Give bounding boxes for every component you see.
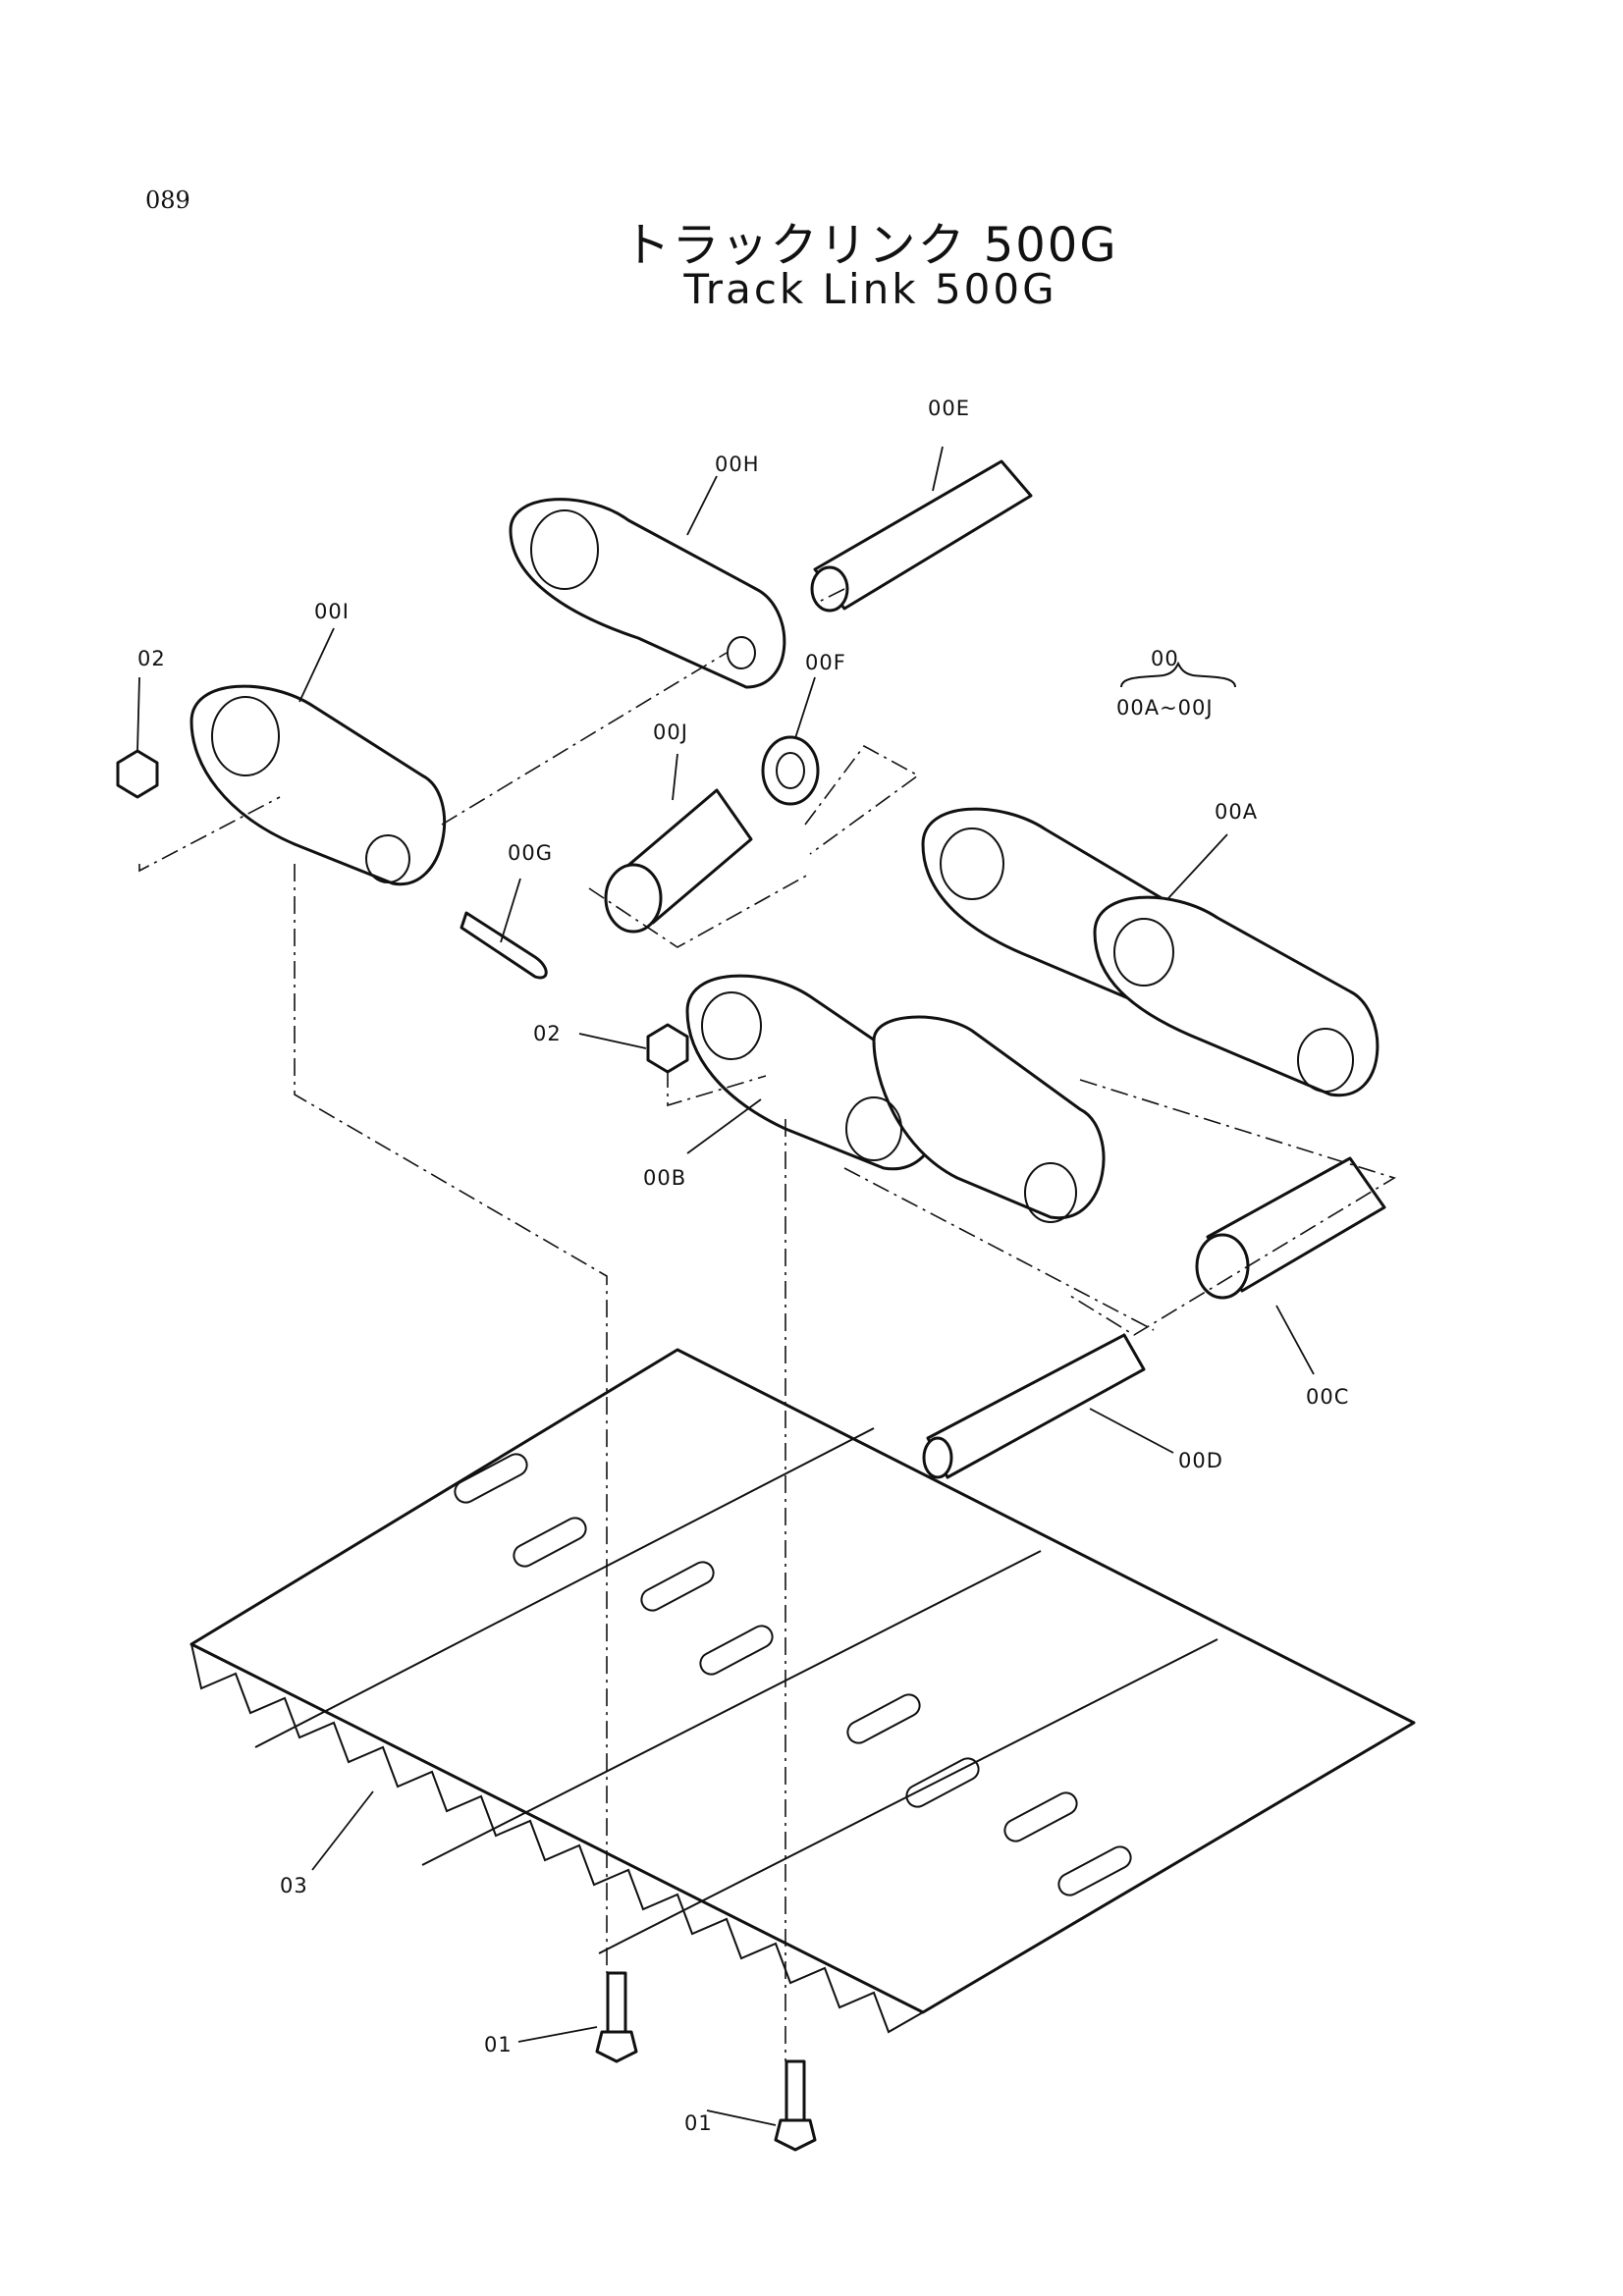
bushing-00J bbox=[604, 788, 753, 934]
part-label: 00C bbox=[1306, 1385, 1349, 1409]
track-shoe-outline bbox=[189, 1348, 1416, 2014]
part-label: 00H bbox=[715, 453, 760, 476]
link-pair-00A bbox=[921, 807, 1380, 1097]
part-label: 00J bbox=[653, 721, 688, 744]
bolt-01-left bbox=[595, 1971, 638, 2063]
part-labels: 00E 00H 00I 02 00F 00J 00A 00G 02 00B 00… bbox=[137, 397, 1349, 2135]
track-shoe-grousers bbox=[190, 1643, 924, 2034]
part-label: 00G bbox=[508, 841, 553, 865]
pin-00D bbox=[922, 1333, 1146, 1479]
seal-00F bbox=[761, 735, 820, 806]
assembly-code-label: 00 bbox=[1151, 647, 1179, 670]
part-label: 00A bbox=[1215, 800, 1258, 824]
nut-02-upper bbox=[116, 749, 159, 799]
part-label: 02 bbox=[533, 1022, 562, 1045]
assembly-brace bbox=[1120, 661, 1236, 688]
bushing-00C bbox=[1195, 1156, 1386, 1300]
part-label: 00B bbox=[643, 1166, 686, 1190]
pin-00G bbox=[460, 911, 548, 980]
part-label: 02 bbox=[137, 647, 166, 670]
link-00H bbox=[509, 498, 786, 689]
part-label: 00E bbox=[928, 397, 970, 420]
title-japanese: トラックリンク 500G bbox=[622, 218, 1118, 273]
track-shoe-assembly bbox=[189, 1348, 1416, 2034]
leader-lines bbox=[136, 446, 1315, 2126]
part-label: 00D bbox=[1178, 1449, 1223, 1472]
part-label: 01 bbox=[684, 2111, 713, 2135]
link-pair-00B bbox=[685, 974, 1106, 1223]
part-label: 01 bbox=[484, 2033, 513, 2056]
pin-00E bbox=[810, 459, 1033, 613]
link-00I bbox=[189, 684, 447, 886]
track-shoe-seams bbox=[254, 1427, 1218, 1954]
alignment-lines bbox=[138, 588, 1396, 2061]
assembly-range-label: 00A~00J bbox=[1116, 696, 1214, 720]
part-label: 03 bbox=[280, 1874, 308, 1897]
track-shoe-slots bbox=[454, 1453, 1132, 1896]
part-label: 00F bbox=[805, 651, 846, 674]
title-english: Track Link 500G bbox=[683, 265, 1057, 313]
nut-02-lower bbox=[646, 1023, 689, 1074]
bolt-01-right bbox=[774, 2059, 817, 2152]
page-number: 089 bbox=[145, 187, 190, 214]
assembly-code: 00 00A~00J bbox=[1116, 647, 1236, 720]
part-label: 00I bbox=[314, 600, 350, 623]
